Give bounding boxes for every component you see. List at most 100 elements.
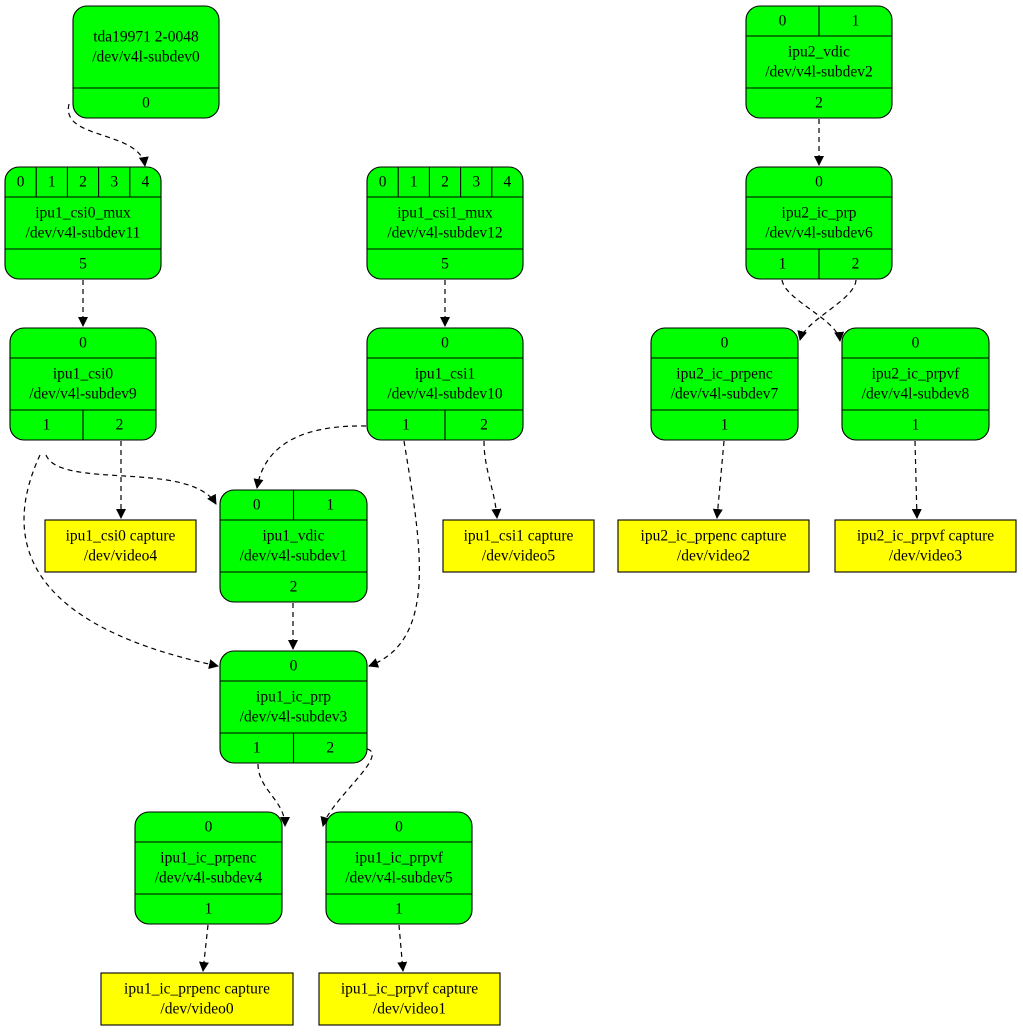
entity-device-path: /dev/v4l-subdev9 — [29, 386, 137, 403]
entity-name: ipu2_ic_prpvf — [872, 366, 961, 383]
source-pad-label: 1 — [205, 901, 213, 918]
source-pad-label: 1 — [402, 417, 410, 434]
link-arrow — [320, 748, 373, 827]
source-pad-label: 5 — [441, 256, 449, 273]
sink-pad-label: 0 — [395, 819, 403, 836]
entity-box — [72, 5, 220, 119]
capture-name: ipu1_ic_prpenc capture — [124, 981, 270, 998]
entity-name: ipu1_csi0_mux — [35, 205, 131, 222]
capture-box — [44, 519, 197, 573]
link-arrow — [712, 440, 725, 519]
sink-pad-label: 0 — [379, 174, 387, 191]
source-pad-label: 1 — [43, 417, 51, 434]
capture-device-path: /dev/video2 — [677, 548, 750, 565]
entity-name: tda19971 2-0048 — [93, 29, 199, 46]
entity-name: ipu2_vdic — [788, 44, 850, 61]
entity-device-path: /dev/v4l-subdev8 — [862, 386, 970, 403]
sink-pad-label: 0 — [253, 497, 261, 514]
sink-pad-label: 4 — [142, 174, 150, 191]
sink-pad-label: 4 — [504, 174, 512, 191]
capture-node-ipu2-ic-prpvf-capture[interactable]: ipu2_ic_prpvf capture/dev/video3 — [834, 519, 1017, 573]
sink-pad-label: 3 — [110, 174, 118, 191]
entity-device-path: /dev/v4l-subdev2 — [765, 64, 873, 81]
links-layer — [23, 103, 922, 972]
entity-name: ipu2_ic_prp — [782, 205, 857, 222]
link-arrow — [67, 103, 149, 167]
link-arrow — [368, 440, 420, 668]
sink-pad-label: 2 — [441, 174, 449, 191]
sink-pad-label: 1 — [410, 174, 418, 191]
source-pad-label: 1 — [395, 901, 403, 918]
sink-pad-label: 1 — [48, 174, 56, 191]
capture-node-ipu1-csi0-capture[interactable]: ipu1_csi0 capture/dev/video4 — [44, 519, 197, 573]
entity-node-ipu2-ic-prp[interactable]: 0 1 2 ipu2_ic_prp/dev/v4l-subdev6 — [745, 166, 893, 280]
capture-node-ipu1-ic-prpenc-capture[interactable]: ipu1_ic_prpenc capture/dev/video0 — [100, 972, 294, 1026]
entity-box — [325, 811, 473, 925]
source-pad-label: 1 — [779, 256, 787, 273]
sink-pad-label: 0 — [815, 174, 823, 191]
sink-pad-label: 1 — [852, 13, 860, 30]
source-pad-label: 2 — [852, 256, 860, 273]
entity-name: ipu1_ic_prpenc — [160, 850, 257, 867]
sink-pad-label: 0 — [441, 335, 449, 352]
capture-device-path: /dev/video4 — [84, 548, 157, 565]
entity-device-path: /dev/v4l-subdev3 — [240, 709, 348, 726]
entity-box — [4, 166, 162, 280]
entity-name: ipu1_ic_prp — [256, 689, 331, 706]
entity-node-ipu1-csi1-mux[interactable]: 0 1 2 3 4 5 ipu1_csi1_mux/dev/v4l-subdev12 — [366, 166, 524, 280]
entity-device-path: /dev/v4l-subdev1 — [240, 548, 348, 565]
source-pad-label: 2 — [326, 740, 334, 757]
entity-device-path: /dev/v4l-subdev11 — [26, 225, 141, 242]
entity-name: ipu1_csi1 — [415, 366, 475, 383]
entity-device-path: /dev/v4l-subdev5 — [345, 870, 453, 887]
source-pad-label: 2 — [116, 417, 124, 434]
entity-node-ipu1-csi0[interactable]: 0 1 2 ipu1_csi0/dev/v4l-subdev9 — [9, 327, 157, 441]
capture-device-path: /dev/video5 — [482, 548, 555, 565]
source-pad-label: 5 — [79, 256, 87, 273]
entity-device-path: /dev/v4l-subdev6 — [765, 225, 873, 242]
entity-name: ipu2_ic_prpenc — [676, 366, 773, 383]
link-arrow — [253, 425, 367, 489]
capture-node-ipu1-csi1-capture[interactable]: ipu1_csi1 capture/dev/video5 — [442, 519, 595, 573]
source-pad-label: 1 — [253, 740, 261, 757]
link-arrow — [483, 440, 502, 519]
sink-pad-label: 0 — [779, 13, 787, 30]
capture-name: ipu1_csi1 capture — [464, 528, 574, 545]
source-pad-label: 2 — [480, 417, 488, 434]
capture-name: ipu1_csi0 capture — [66, 528, 176, 545]
link-arrow — [397, 924, 408, 972]
entity-name: ipu1_ic_prpvf — [355, 850, 444, 867]
entity-name: ipu1_csi0 — [53, 366, 114, 383]
sink-pad-label: 0 — [79, 335, 87, 352]
source-pad-label: 2 — [290, 579, 298, 596]
entity-node-ipu1-ic-prpenc[interactable]: 0 1 ipu1_ic_prpenc/dev/v4l-subdev4 — [134, 811, 283, 925]
entity-box — [650, 327, 799, 441]
entity-box — [841, 327, 990, 441]
entity-device-path: /dev/v4l-subdev7 — [671, 386, 779, 403]
capture-box — [834, 519, 1017, 573]
entity-device-path: /dev/v4l-subdev12 — [387, 225, 502, 242]
sink-pad-label: 0 — [205, 819, 213, 836]
entity-device-path: /dev/v4l-subdev10 — [387, 386, 503, 403]
sink-pad-label: 0 — [912, 335, 920, 352]
sink-pad-label: 0 — [17, 174, 25, 191]
sink-pad-label: 3 — [472, 174, 480, 191]
entity-device-path: /dev/v4l-subdev4 — [155, 870, 263, 887]
entity-node-ipu1-ic-prpvf[interactable]: 0 1 ipu1_ic_prpvf/dev/v4l-subdev5 — [325, 811, 473, 925]
capture-name: ipu1_ic_prpvf capture — [341, 981, 478, 998]
capture-node-ipu2-ic-prpenc-capture[interactable]: ipu2_ic_prpenc capture/dev/video2 — [617, 519, 810, 573]
entity-node-ipu1-csi1[interactable]: 0 1 2 ipu1_csi1/dev/v4l-subdev10 — [366, 327, 524, 441]
link-arrow — [199, 924, 209, 972]
entity-name: ipu1_csi1_mux — [397, 205, 493, 222]
capture-node-ipu1-ic-prpvf-capture[interactable]: ipu1_ic_prpvf capture/dev/video1 — [318, 972, 501, 1026]
capture-name: ipu2_ic_prpenc capture — [641, 528, 787, 545]
